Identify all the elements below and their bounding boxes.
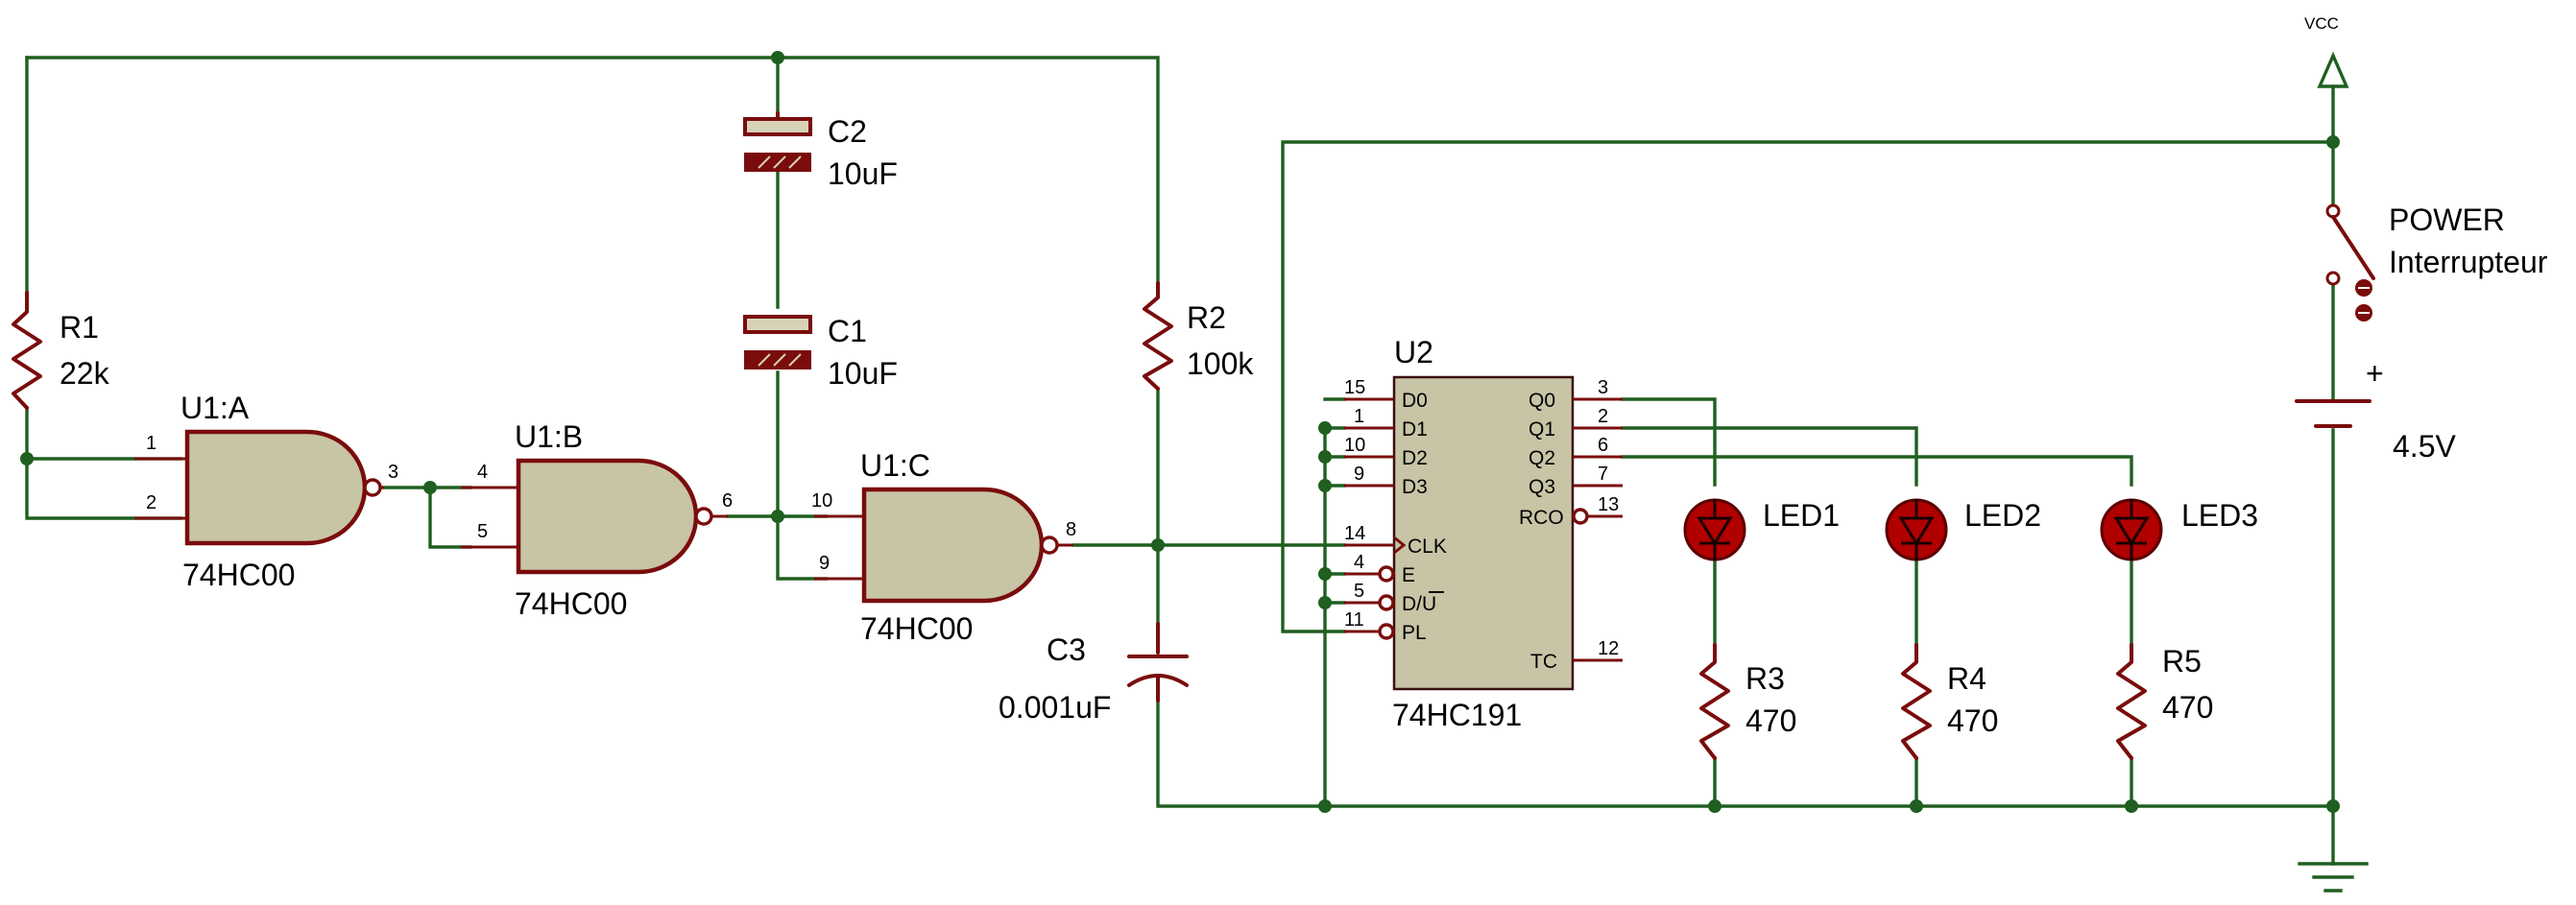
resistor-r3: R3 470 <box>1699 643 1796 760</box>
c3-ref: C3 <box>1047 632 1086 667</box>
u1b-pin-6: 6 <box>722 490 733 512</box>
u2-pin-5: 5 <box>1354 581 1364 602</box>
u2-pin-e: E <box>1402 564 1415 586</box>
u2-pin-du: D/U <box>1402 593 1436 615</box>
r1-value: 22k <box>60 356 110 391</box>
u2-pin-clk: CLK <box>1408 536 1447 558</box>
u2-pin-9: 9 <box>1354 464 1364 485</box>
u1a-pin-1: 1 <box>146 433 156 454</box>
u2-pin-1: 1 <box>1354 406 1364 427</box>
c3-value: 0.001uF <box>999 690 1111 725</box>
u1a-pin-3: 3 <box>388 462 398 483</box>
capacitor-c3: C3 0.001uF <box>999 622 1189 725</box>
capacitor-c2: C2 10uF <box>743 111 898 191</box>
u2-pin-d0: D0 <box>1402 390 1428 412</box>
resistor-r5: R5 470 <box>2116 643 2213 760</box>
u1c-pin-10: 10 <box>811 490 832 512</box>
junctions <box>20 51 2340 813</box>
u2-pin-rco: RCO <box>1519 507 1564 529</box>
u2-pin-d1: D1 <box>1402 418 1428 441</box>
u2-pin-3: 3 <box>1598 377 1608 398</box>
u1c-pin-9: 9 <box>819 553 830 574</box>
u1a-pin-2: 2 <box>146 492 156 513</box>
u1a-ref: U1:A <box>181 391 250 425</box>
led1-ref: LED1 <box>1763 498 1840 533</box>
u2-part: 74HC191 <box>1392 698 1522 732</box>
u2-pin-13: 13 <box>1598 494 1619 515</box>
resistor-r2: R2 100k <box>1143 281 1254 391</box>
u2-pin-15: 15 <box>1344 377 1365 398</box>
u2-pin-q3: Q3 <box>1529 476 1555 498</box>
u2-pin-d2: D2 <box>1402 447 1428 469</box>
u2-pin-q2: Q2 <box>1529 447 1555 469</box>
switch-value: Interrupteur <box>2389 245 2548 279</box>
led2-ref: LED2 <box>1964 498 2041 533</box>
r3-value: 470 <box>1745 703 1796 738</box>
battery-plus: + <box>2366 356 2384 391</box>
vcc-label: VCC <box>2304 14 2339 33</box>
u1b-pin-4: 4 <box>477 462 488 483</box>
power-switch: POWER Interrupteur <box>2325 202 2548 322</box>
u2-pin-4: 4 <box>1354 552 1364 573</box>
resistor-r1: R1 22k <box>12 291 110 410</box>
switch-ref: POWER <box>2389 202 2505 237</box>
u2-pin-2: 2 <box>1598 406 1608 427</box>
u1c-pin-8: 8 <box>1066 519 1076 540</box>
u2-pin-10: 10 <box>1344 435 1365 456</box>
u2-pin-pl: PL <box>1402 622 1427 644</box>
c2-ref: C2 <box>828 114 867 149</box>
u2-pin-tc: TC <box>1530 651 1557 673</box>
capacitor-c1: C1 10uF <box>743 314 898 391</box>
gate-u1a: 1 2 3 U1:A 74HC00 <box>134 391 398 592</box>
battery: + 4.5V <box>2295 356 2456 464</box>
u1a-part: 74HC00 <box>182 558 295 592</box>
r2-value: 100k <box>1187 346 1254 381</box>
resistor-r4: R4 470 <box>1901 643 1998 760</box>
led-led3: LED3 <box>2100 498 2258 561</box>
gate-u1b: 4 5 6 U1:B 74HC00 <box>461 419 733 621</box>
r1-ref: R1 <box>60 310 99 345</box>
u2-pin-11: 11 <box>1344 609 1364 631</box>
vcc-terminal: VCC <box>2304 14 2349 88</box>
led-led1: LED1 <box>1683 498 1840 561</box>
u1c-part: 74HC00 <box>860 611 973 646</box>
u2-pin-12: 12 <box>1598 638 1619 659</box>
u2-pin-7: 7 <box>1598 464 1608 485</box>
u1b-part: 74HC00 <box>515 586 627 621</box>
c2-value: 10uF <box>828 156 898 191</box>
led3-ref: LED3 <box>2181 498 2258 533</box>
u2-pin-d3: D3 <box>1402 476 1428 498</box>
u2-pin-q0: Q0 <box>1529 390 1555 412</box>
u1b-ref: U1:B <box>515 419 583 454</box>
r4-value: 470 <box>1947 703 1998 738</box>
c1-ref: C1 <box>828 314 867 348</box>
led-led2: LED2 <box>1885 498 2041 561</box>
battery-value: 4.5V <box>2393 429 2456 464</box>
u1b-pin-5: 5 <box>477 521 488 542</box>
wires <box>25 56 2369 893</box>
r3-ref: R3 <box>1745 661 1785 696</box>
r5-ref: R5 <box>2162 644 2202 679</box>
gate-u1c: 10 9 8 U1:C 74HC00 <box>811 448 1076 646</box>
u2-pin-14: 14 <box>1344 523 1365 544</box>
c1-value: 10uF <box>828 356 898 391</box>
r5-value: 470 <box>2162 690 2213 725</box>
u2-pin-q1: Q1 <box>1529 418 1555 441</box>
counter-u2: U2 74HC191 15 1 10 9 14 4 5 11 D0 D1 D2 … <box>1344 335 1623 732</box>
u2-pin-6: 6 <box>1598 435 1608 456</box>
r2-ref: R2 <box>1187 300 1226 335</box>
u1c-ref: U1:C <box>860 448 930 483</box>
r4-ref: R4 <box>1947 661 1986 696</box>
u2-ref: U2 <box>1394 335 1433 369</box>
